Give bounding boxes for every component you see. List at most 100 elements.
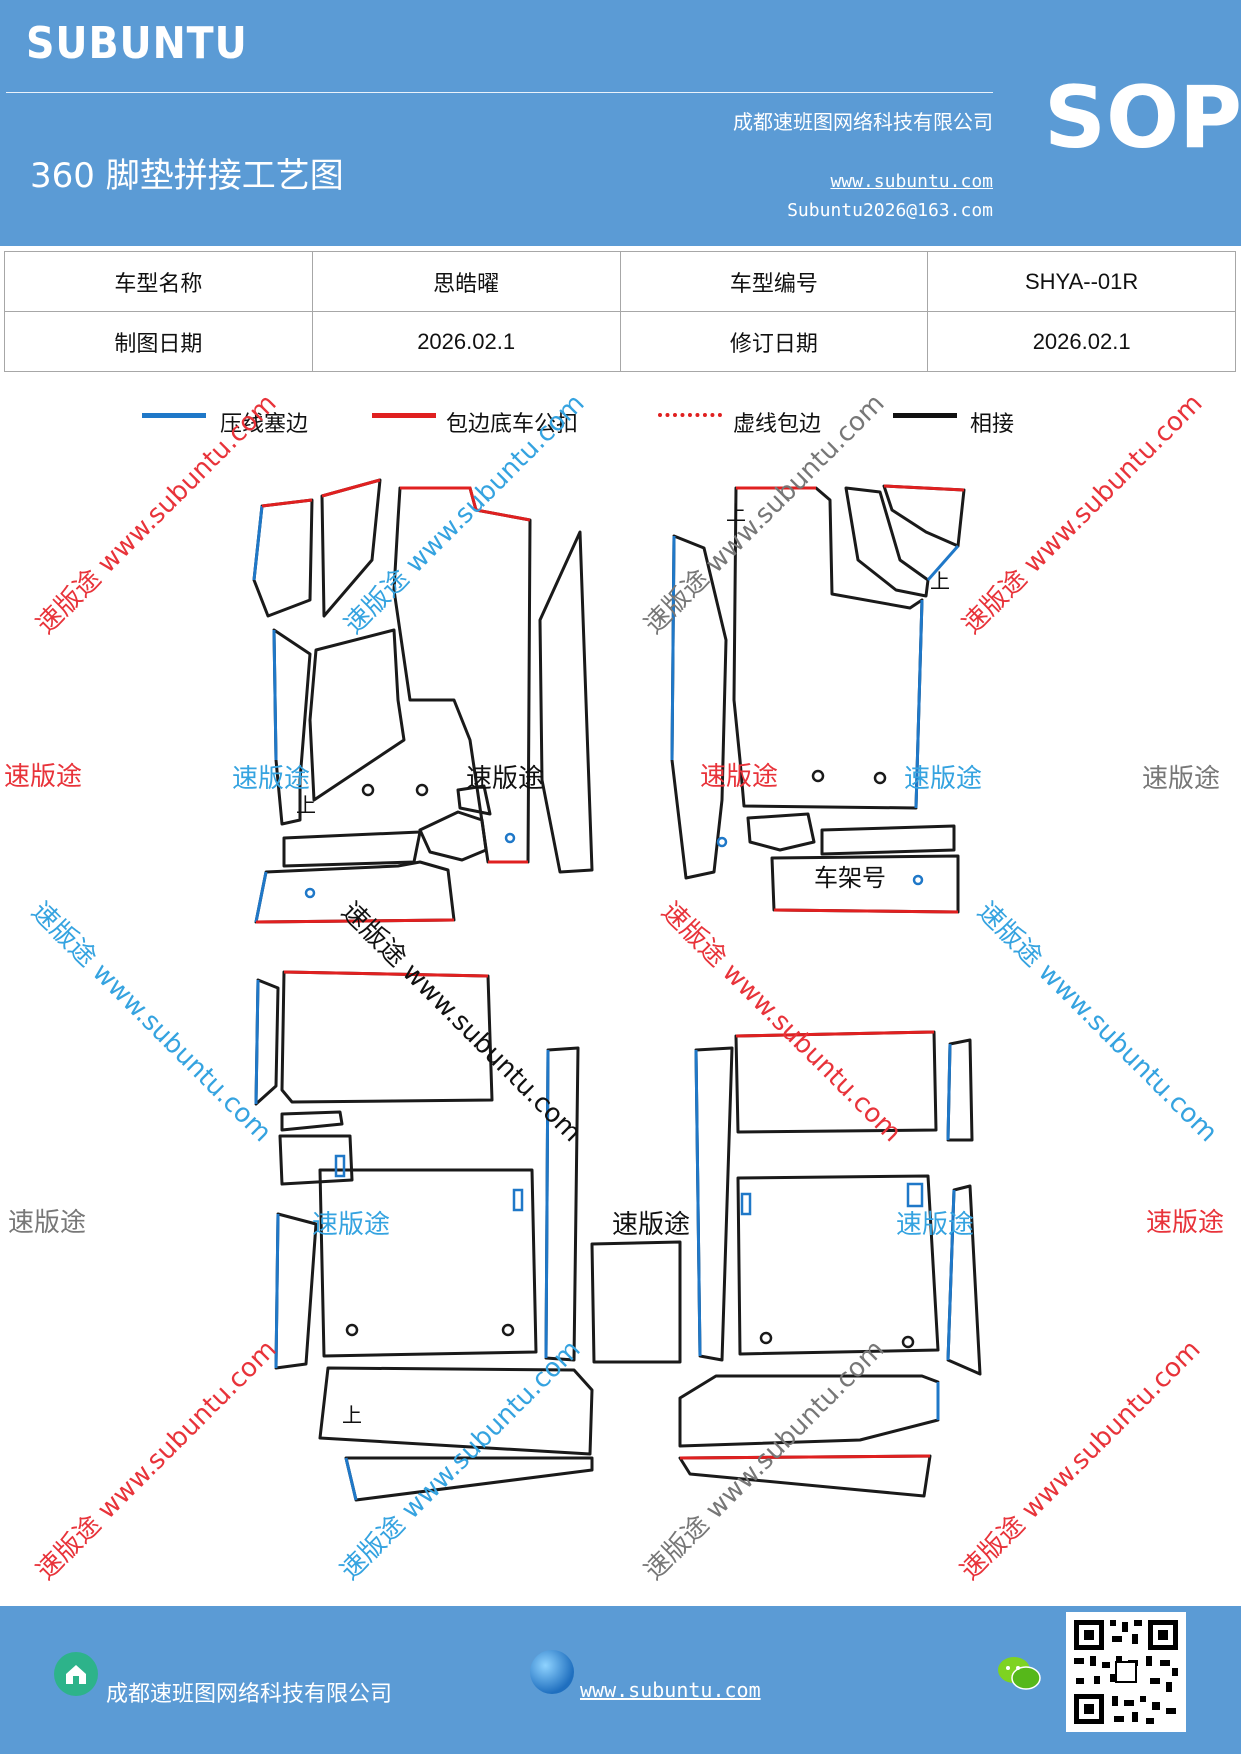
watermark-brand: 速版途 [8, 1208, 87, 1238]
press-line-edge [272, 629, 278, 761]
mat-piece [678, 1374, 940, 1448]
mat-piece [318, 1168, 538, 1358]
footer-website-link[interactable]: www.subuntu.com [580, 1678, 761, 1702]
qr-code [1066, 1612, 1186, 1732]
mounting-hole [501, 1323, 515, 1337]
wechat-icon [996, 1654, 1042, 1694]
press-line-edge [254, 871, 268, 923]
company-name: 成都速班图网络科技有限公司 [733, 110, 993, 134]
mat-piece [746, 812, 816, 852]
wrap-edge [283, 970, 489, 978]
press-line-edge [946, 1043, 952, 1141]
wrap-edge [735, 1030, 935, 1038]
mat-piece [538, 530, 594, 874]
watermark-brand: 速版途 [1146, 1208, 1225, 1238]
mat-piece [456, 784, 492, 816]
mat-piece [844, 486, 930, 598]
model-name-label: 车型名称 [4, 251, 313, 312]
mat-piece [670, 534, 728, 880]
revise-date-value: 2026.02.1 [927, 311, 1236, 372]
clip-slot [906, 1182, 924, 1208]
legend-label: 虚线包边 [733, 412, 822, 437]
wrap-edge [773, 908, 959, 914]
header: SUBUNTU 成都速班图网络科技有限公司 360 脚垫拼接工艺图 www.su… [0, 0, 1241, 246]
wrap-edge [883, 484, 965, 492]
mat-piece [252, 498, 314, 618]
clip-hole [912, 874, 924, 886]
clip-slot [334, 1154, 346, 1178]
press-line-edge [274, 1213, 280, 1369]
mat-piece [318, 1366, 594, 1456]
document-title: 360 脚垫拼接工艺图 [30, 156, 344, 196]
up-mark: 上 [726, 502, 746, 525]
press-line-edge [544, 1049, 550, 1359]
globe-icon [530, 1650, 574, 1694]
mat-piece [946, 1038, 974, 1142]
press-line-edge [926, 545, 960, 581]
model-code-label: 车型编号 [619, 251, 929, 312]
up-mark: 上 [930, 570, 950, 593]
mounting-hole [759, 1331, 773, 1345]
legend: 压线塞边 包边底车公扣 虚线包边 相接 [0, 400, 1241, 440]
clip-hole [716, 836, 728, 848]
legend-label: 压线塞边 [220, 412, 309, 437]
press-line-edge [670, 535, 676, 761]
watermark-brand: 速版途 [612, 1210, 691, 1240]
sop-label: SOP [1044, 68, 1241, 168]
wrap-edge [261, 498, 313, 508]
watermark-brand: 速版途 [466, 764, 545, 794]
press-line-edge [946, 1189, 956, 1361]
wrap-edge [679, 1454, 931, 1460]
model-code-value: SHYA--01R [927, 251, 1236, 312]
clip-slot [740, 1192, 752, 1216]
watermark-brand: 速版途 [232, 764, 311, 794]
watermark-brand: 速版途 [1142, 764, 1221, 794]
legend-swatch-dotted-wrap [658, 413, 722, 417]
mat-piece [282, 830, 422, 868]
watermark-brand: 速版途 [896, 1210, 975, 1240]
press-line-edge [252, 505, 264, 581]
wrap-edge [321, 478, 381, 498]
up-mark: 上 [296, 794, 316, 817]
legend-label: 包边底车公扣 [446, 412, 579, 437]
watermark-brand: 速版途 [4, 762, 83, 792]
clip-hole [504, 832, 516, 844]
footer: 成都速班图网络科技有限公司 www.subuntu.com [0, 1606, 1241, 1754]
vehicle-info-table: 车型名称 思皓曜 车型编号 SHYA--01R 制图日期 2026.02.1 修… [4, 251, 1236, 372]
brand-logo: SUBUNTU [26, 18, 248, 69]
watermark-brand: 速版途 [904, 764, 983, 794]
mat-piece [308, 628, 406, 802]
press-line-edge [914, 599, 924, 809]
legend-swatch-press-line [142, 413, 206, 418]
legend-swatch-join [893, 413, 957, 418]
website-link[interactable]: www.subuntu.com [830, 171, 993, 192]
legend-label: 相接 [970, 412, 1015, 437]
legend-swatch-wrap-edge [372, 413, 436, 418]
contact-email[interactable]: Subuntu2026@163.com [787, 200, 993, 221]
house-icon [54, 1652, 98, 1696]
mounting-hole [415, 783, 429, 797]
revise-date-label: 修订日期 [619, 311, 929, 372]
mounting-hole [811, 769, 825, 783]
draw-date-label: 制图日期 [4, 311, 313, 372]
mat-piece [278, 1134, 354, 1186]
mat-piece [820, 824, 956, 856]
mat-piece [274, 1212, 318, 1370]
mat-piece [736, 1174, 940, 1356]
footer-company: 成都速班图网络科技有限公司 [106, 1682, 393, 1707]
header-divider [6, 92, 993, 93]
mat-piece [418, 810, 488, 862]
press-line-edge [254, 979, 260, 1105]
mounting-hole [901, 1335, 915, 1349]
clip-slot [512, 1188, 524, 1212]
clip-hole [304, 887, 316, 899]
model-name-value: 思皓曜 [311, 251, 621, 312]
mounting-hole [345, 1323, 359, 1337]
press-line-edge [344, 1457, 358, 1501]
up-mark: 上 [342, 1404, 362, 1427]
press-line-edge [694, 1049, 702, 1357]
mounting-hole [361, 783, 375, 797]
mat-piece [694, 1046, 734, 1362]
watermark-brand: 速版途 [312, 1210, 391, 1240]
